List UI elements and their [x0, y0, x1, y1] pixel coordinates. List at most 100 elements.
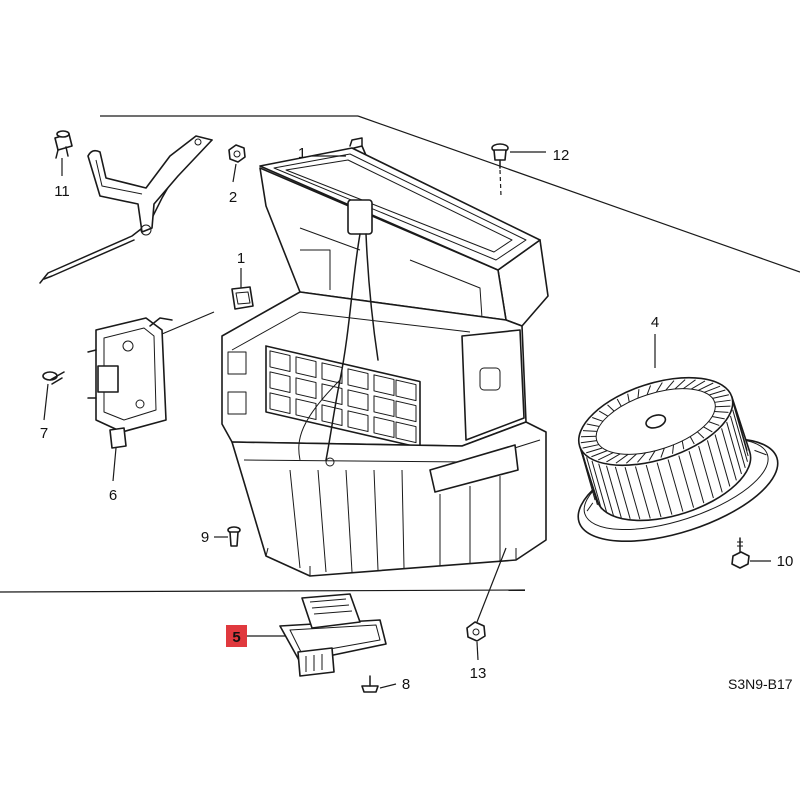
fan-blade [614, 466, 631, 519]
fan-blade [714, 399, 731, 403]
fan-blade [624, 467, 641, 520]
fan-blade [689, 436, 695, 445]
callout-9: 9 [201, 529, 209, 546]
heater-housing [221, 147, 549, 577]
fan-blade [634, 466, 651, 519]
bracket-to-housing-line [161, 311, 215, 335]
fan-blade [726, 421, 742, 475]
link-rod-assembly [39, 135, 213, 284]
fan-blade [625, 453, 638, 464]
fan-blade [721, 428, 737, 481]
fan-blade [688, 450, 705, 504]
fan-blade [580, 435, 597, 438]
callout-6: 6 [109, 487, 117, 504]
fan-blade [681, 440, 685, 450]
diagram-frame [0, 115, 800, 593]
fan-blade [597, 452, 614, 461]
fan-blade [665, 380, 675, 391]
fan-blade [732, 409, 748, 462]
tub-ribs [289, 469, 501, 573]
fan-blade [637, 452, 647, 463]
fan-blade [660, 447, 665, 458]
fan-blade [582, 444, 599, 449]
callout-12: 12 [553, 147, 570, 164]
callout-11: 11 [54, 183, 70, 200]
fan-blade [586, 423, 600, 427]
fan-blade [606, 453, 621, 463]
fan-blade [729, 415, 746, 469]
screw-7 [42, 371, 65, 385]
fan-blade [709, 389, 726, 396]
fan-blade [598, 410, 609, 417]
bolt-10 [731, 537, 750, 569]
fan-blade [582, 430, 597, 432]
diagram-code: S3N9-B17 [728, 676, 793, 692]
fan-blade [586, 457, 602, 510]
fan-blade [708, 421, 720, 426]
fan-blade [656, 462, 673, 515]
fan-blade [655, 382, 663, 393]
clip-fastener-11 [54, 130, 73, 159]
fan-blade [704, 385, 721, 393]
fan-blade [667, 459, 684, 512]
fan-blade [697, 431, 705, 439]
fan-blade [672, 444, 675, 454]
fan-blade [627, 393, 630, 403]
fan-blade [715, 405, 731, 408]
fan-blade [683, 379, 696, 390]
fan-blade [648, 450, 656, 461]
screw-9 [227, 526, 241, 547]
fan-blade [731, 398, 748, 451]
fan-blade [674, 379, 686, 390]
callout-8: 8 [402, 676, 410, 693]
fan-blade [615, 453, 629, 464]
leader-lines [43, 151, 771, 689]
fan-blade [645, 464, 662, 518]
fan-blade [714, 434, 731, 487]
fan-blade [616, 398, 622, 407]
blower-resistor-5 [279, 593, 387, 677]
nut-13 [466, 621, 486, 642]
nut-2 [228, 144, 246, 163]
fan-blade [580, 440, 597, 444]
fan-top-blades [580, 379, 731, 464]
fan-blade [712, 415, 725, 420]
callout-7: 7 [40, 425, 48, 442]
motor-bracket-6 [87, 317, 173, 449]
callout-10: 10 [777, 553, 794, 570]
callout-5: 5 [232, 629, 240, 646]
fan-blade [678, 455, 695, 508]
fan-blade [732, 403, 749, 457]
callout-1-clip: 1 [237, 250, 245, 267]
callout-4: 4 [651, 314, 659, 331]
blower-motor-fan [577, 376, 779, 543]
fan-blade [698, 445, 714, 499]
fan-blade [607, 404, 615, 412]
clip-1-lower [231, 286, 254, 310]
fan-blade [712, 394, 729, 399]
fan-blade [646, 385, 652, 396]
fan-blade [591, 450, 608, 458]
fan-blade [606, 465, 622, 518]
callout-1-top: 1 [298, 145, 306, 162]
fan-blade [585, 447, 603, 454]
callouts: 11 2 1 12 1 4 7 6 9 10 5 8 13 [40, 145, 794, 693]
bolt-12 [491, 143, 509, 197]
fan-blade [591, 460, 608, 514]
fan-blade [579, 447, 596, 501]
callout-5-highlight [226, 625, 247, 647]
callout-2: 2 [229, 189, 237, 206]
fan-blade [598, 463, 614, 516]
fan-blade [714, 411, 729, 413]
screw-8 [361, 675, 379, 693]
fan-blade [637, 389, 640, 399]
fan-blade [703, 426, 713, 433]
fan-blade [706, 440, 723, 493]
fan-blade [698, 382, 714, 391]
fan-blade [592, 417, 604, 422]
callout-13: 13 [470, 665, 487, 682]
fan-blade [582, 452, 598, 506]
fan-blades [579, 398, 749, 520]
fan-blade [691, 380, 706, 390]
